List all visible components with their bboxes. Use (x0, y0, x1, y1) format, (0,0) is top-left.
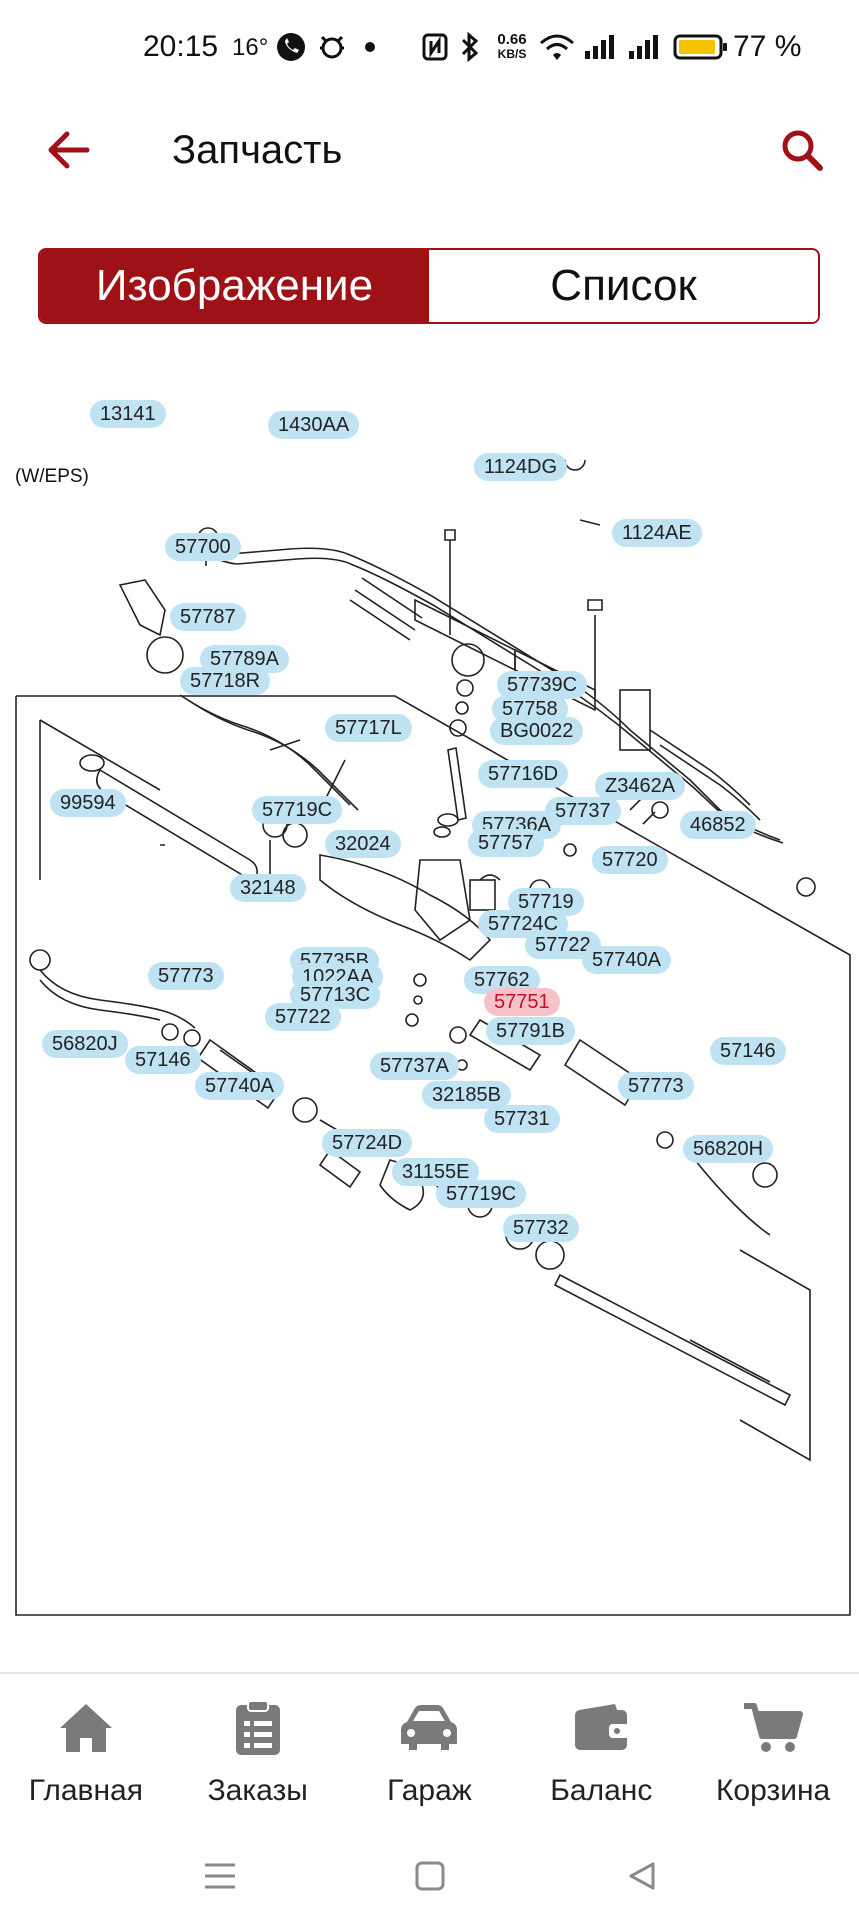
bottom-navigation: Главная Заказы Гараж Баланс Корзина (0, 1688, 859, 1828)
shield-bug-icon (314, 30, 350, 64)
nav-home[interactable]: Главная (0, 1688, 172, 1828)
wifi-icon (538, 30, 576, 64)
steering-rack-drawing (15, 460, 851, 1616)
part-label[interactable]: 57146 (125, 1046, 201, 1074)
part-label[interactable]: 57713C (290, 981, 381, 1009)
part-label[interactable]: 57740A (195, 1072, 284, 1100)
part-label[interactable]: 32185B (422, 1081, 511, 1109)
part-label[interactable]: 57773 (618, 1072, 694, 1100)
arrow-left-icon (48, 131, 90, 169)
wallet-icon (569, 1696, 633, 1760)
tab-list[interactable]: Список (429, 250, 818, 322)
phone-call-icon (274, 30, 308, 64)
menu-icon[interactable] (190, 1846, 250, 1906)
part-label[interactable]: 57719C (252, 796, 343, 824)
part-label[interactable]: 56820H (683, 1135, 774, 1163)
part-label[interactable]: 57773 (148, 962, 224, 990)
back-triangle-icon[interactable] (612, 1846, 672, 1906)
system-navigation (0, 1830, 859, 1920)
part-label[interactable]: 57146 (710, 1037, 786, 1065)
parts-diagram: 13141 1430AA 1124DG 1124AE 57700 57787 5… (0, 400, 859, 1630)
home-icon (54, 1696, 118, 1760)
nfc-icon (420, 30, 450, 64)
part-label[interactable]: 99594 (50, 789, 126, 817)
search-icon (782, 130, 823, 171)
network-speed: 0.66 KB/S (497, 31, 527, 61)
status-time: 20:15 (143, 30, 219, 63)
app-header: Запчасть (0, 100, 859, 220)
part-label-selected[interactable]: 57751 (484, 988, 560, 1016)
part-label[interactable]: 57719C (436, 1180, 527, 1208)
nav-balance-label: Баланс (550, 1774, 653, 1807)
page-title: Запчасть (172, 128, 343, 172)
part-label[interactable]: 57740A (582, 946, 671, 974)
part-label[interactable]: 57724D (322, 1129, 413, 1157)
status-temperature: 16° (232, 34, 269, 61)
nav-orders[interactable]: Заказы (172, 1688, 344, 1828)
part-label[interactable]: 1124AE (612, 519, 702, 547)
back-button[interactable] (38, 120, 98, 180)
nav-home-label: Главная (28, 1774, 143, 1807)
battery-percentage: 77 % (733, 30, 802, 63)
car-icon (397, 1696, 461, 1760)
variant-label: (W/EPS) (15, 466, 89, 487)
part-label[interactable]: Z3462A (595, 772, 686, 800)
part-label[interactable]: 57717L (325, 714, 412, 742)
part-label[interactable]: 57737A (370, 1052, 459, 1080)
part-label[interactable]: 57791B (486, 1017, 575, 1045)
part-label[interactable]: 57720 (592, 846, 668, 874)
tab-image[interactable]: Изображение (40, 250, 429, 322)
part-label[interactable]: 13141 (90, 400, 166, 428)
nav-cart[interactable]: Корзина (687, 1688, 859, 1828)
signal-icon-2 (626, 30, 662, 64)
part-label[interactable]: 57732 (503, 1214, 579, 1242)
notification-dot-icon (362, 30, 378, 64)
part-label[interactable]: 57731 (484, 1105, 560, 1133)
nav-orders-label: Заказы (207, 1774, 308, 1807)
clipboard-list-icon (226, 1696, 290, 1760)
part-label[interactable]: 57716D (478, 760, 569, 788)
nav-cart-label: Корзина (715, 1774, 831, 1807)
part-label[interactable]: BG0022 (490, 717, 584, 745)
part-label[interactable]: 32148 (230, 874, 306, 902)
home-square-icon[interactable] (400, 1846, 460, 1906)
part-label[interactable]: 57700 (165, 533, 241, 561)
part-label[interactable]: 31155E (392, 1158, 480, 1186)
nav-garage-label: Гараж (387, 1774, 472, 1807)
cart-icon (741, 1696, 805, 1760)
nav-divider (0, 1672, 859, 1674)
nav-garage[interactable]: Гараж (344, 1688, 516, 1828)
view-mode-tabs: Изображение Список (38, 248, 820, 324)
part-label[interactable]: 46852 (680, 811, 756, 839)
part-label[interactable]: 56820J (42, 1030, 128, 1058)
part-label[interactable]: 57724C (478, 910, 569, 938)
part-label[interactable]: 57722 (265, 1003, 341, 1031)
part-label[interactable]: 32024 (325, 830, 401, 858)
part-label[interactable]: 57757 (468, 829, 544, 857)
battery-icon (672, 30, 730, 64)
part-label[interactable]: 57718R (180, 667, 271, 695)
part-label[interactable]: 57739C (497, 671, 588, 699)
search-button[interactable] (770, 118, 834, 182)
part-label[interactable]: 1124DG (474, 453, 568, 481)
part-label[interactable]: 57787 (170, 603, 246, 631)
status-bar: 20:15 16° 0.66 KB/S 77 % (0, 0, 859, 100)
nav-balance[interactable]: Баланс (515, 1688, 687, 1828)
bluetooth-icon (458, 30, 482, 64)
signal-icon-1 (582, 30, 618, 64)
part-label[interactable]: 1430AA (268, 411, 360, 439)
